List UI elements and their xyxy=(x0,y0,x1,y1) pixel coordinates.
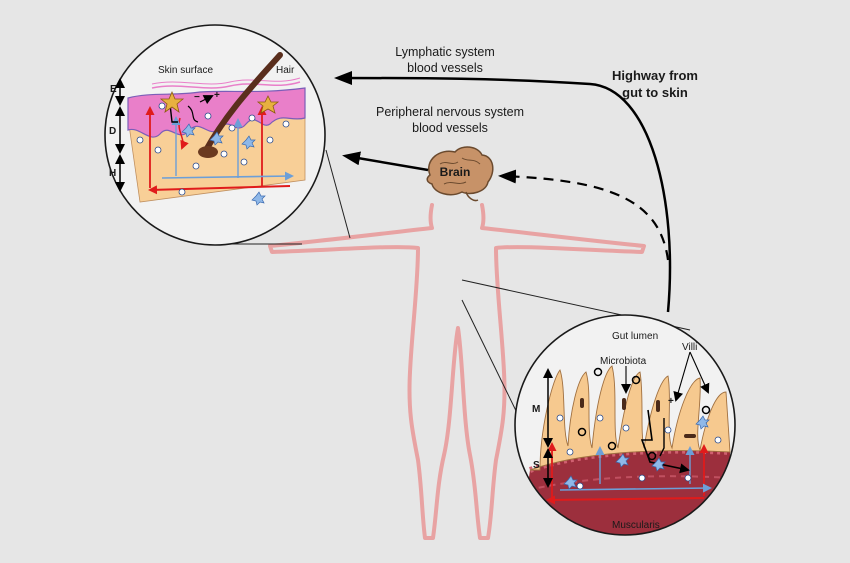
lymphatic-label-line2: blood vessels xyxy=(407,61,483,75)
lymphatic-label-line1: Lymphatic system xyxy=(395,45,495,59)
layer-label-e: E xyxy=(110,84,117,95)
brain-icon: Brain xyxy=(426,146,494,202)
gut-plus-sign: + xyxy=(668,396,674,407)
villi xyxy=(529,365,731,471)
highway-label-line1: Highway from xyxy=(612,68,698,83)
hair-label: Hair xyxy=(276,65,295,76)
skin-plus-sign: + xyxy=(214,90,220,101)
muscularis-layer xyxy=(520,450,730,535)
layer-label-h: H xyxy=(109,168,116,179)
gut-lumen-label: Gut lumen xyxy=(612,331,658,342)
skin-minus-sign: − xyxy=(194,92,200,103)
villi-label: Villi xyxy=(682,342,697,353)
microbiota-label: Microbiota xyxy=(600,356,647,367)
muscularis-label: Muscularis xyxy=(612,520,660,531)
skin-surface-label: Skin surface xyxy=(158,65,213,76)
layer-label-m: M xyxy=(532,404,540,415)
human-body-outline xyxy=(268,203,646,540)
gut-inset: M S Gut lumen Microbiota Villi Musculari… xyxy=(514,314,736,536)
brain-to-skin-arrow xyxy=(342,151,429,172)
highway-arrow xyxy=(334,71,672,313)
peripheral-label-line2: blood vessels xyxy=(412,121,488,135)
layer-label-d: D xyxy=(109,126,116,137)
highway-label-line2: gut to skin xyxy=(622,85,688,100)
skin-inset: E D H Skin surface Hair + − xyxy=(104,24,326,246)
gut-to-brain-dashed-arrow xyxy=(498,169,670,261)
peripheral-label-line1: Peripheral nervous system xyxy=(376,105,524,119)
brain-label: Brain xyxy=(440,165,471,179)
skin-callout-line-top xyxy=(325,149,351,239)
layer-label-s: S xyxy=(533,460,540,471)
